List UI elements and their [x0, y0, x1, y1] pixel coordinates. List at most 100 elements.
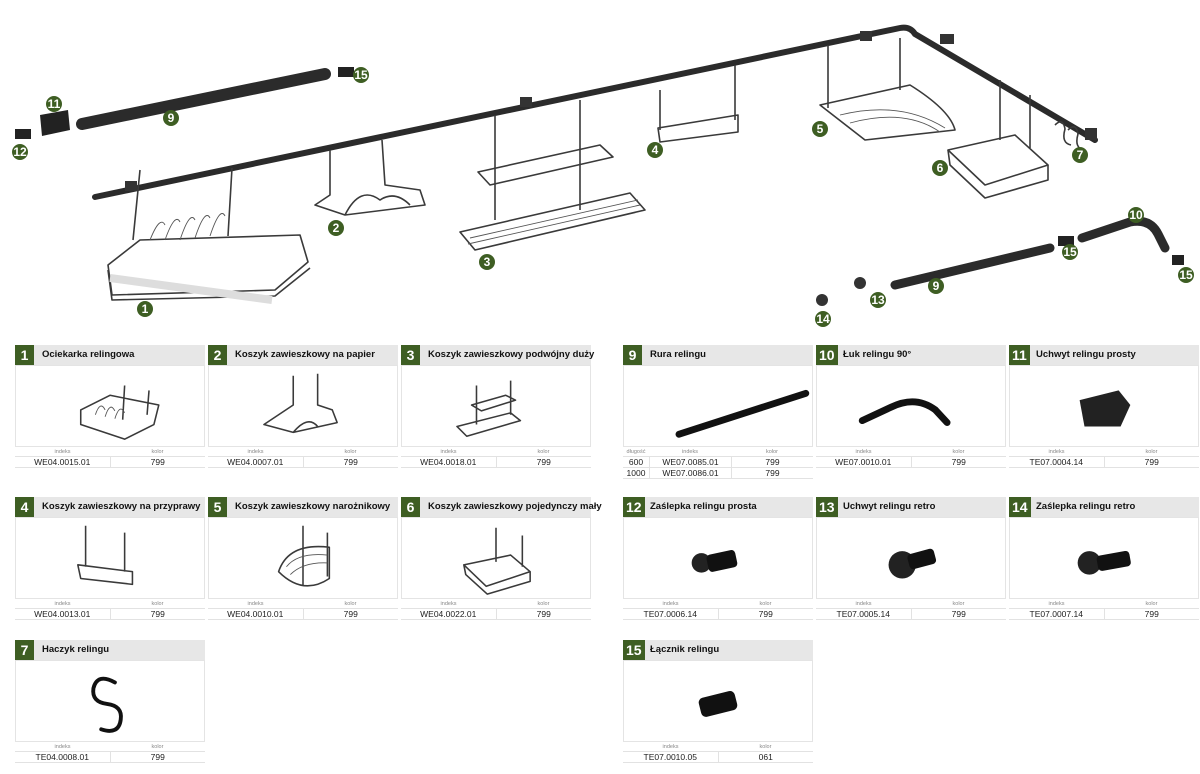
callout-2: 2 — [328, 220, 344, 236]
connector-3 — [1172, 255, 1184, 265]
card-title: Koszyk zawieszkowy na papier — [235, 349, 375, 360]
card-number: 5 — [208, 497, 227, 517]
product-card-6: 6 Koszyk zawieszkowy pojedynczy mały ind… — [401, 497, 602, 622]
svg-text:14: 14 — [816, 312, 830, 326]
rail-holder — [1085, 128, 1097, 140]
paper-basket-drawing — [314, 139, 426, 216]
svg-text:2: 2 — [333, 221, 340, 235]
svg-text:9: 9 — [168, 111, 175, 125]
svg-text:12: 12 — [13, 145, 27, 159]
svg-text:1: 1 — [142, 302, 149, 316]
retro-cap — [816, 294, 828, 306]
straight-holder — [40, 110, 70, 136]
card-header: 12 Zaślepka relingu prosta — [623, 497, 813, 517]
rail-holder — [940, 34, 954, 44]
card-number: 11 — [1009, 345, 1030, 365]
card-number: 3 — [401, 345, 420, 365]
dish-drainer-drawing — [107, 167, 311, 304]
card-header: 15 Łącznik relingu — [623, 640, 813, 660]
card-title: Rura relingu — [650, 349, 706, 360]
card-number: 15 — [623, 640, 645, 660]
card-title: Koszyk zawieszkowy na przyprawy — [42, 501, 201, 512]
product-image — [15, 365, 205, 447]
card-number: 13 — [816, 497, 838, 517]
spice-basket-drawing — [657, 65, 739, 143]
connector — [338, 67, 354, 77]
double-basket-drawing — [459, 100, 646, 251]
card-header: 10 Łuk relingu 90° — [816, 345, 1006, 365]
product-image — [623, 660, 813, 742]
callout-6: 6 — [932, 160, 948, 176]
card-header: 1 Ociekarka relingowa — [15, 345, 205, 365]
card-header: 11 Uchwyt relingu prosty — [1009, 345, 1199, 365]
card-title: Zaślepka relingu retro — [1036, 501, 1136, 512]
rail-system-diagram: 1 2 3 4 5 6 7 9 9 10 11 12 13 14 15 15 1… — [12, 24, 1194, 327]
card-header: 14 Zaślepka relingu retro — [1009, 497, 1199, 517]
svg-text:6: 6 — [937, 161, 944, 175]
col-header-kolor: kolor — [151, 449, 164, 455]
col-header-dlugosc: długość — [626, 449, 646, 455]
card-title: Koszyk zawieszkowy pojedynczy mały — [428, 501, 602, 512]
svg-text:4: 4 — [652, 143, 659, 157]
product-image — [1009, 365, 1199, 447]
product-image — [623, 365, 813, 447]
card-header: 7 Haczyk relingu — [15, 640, 205, 660]
callout-7: 7 — [1072, 147, 1088, 163]
product-image — [15, 517, 205, 599]
svg-text:11: 11 — [48, 97, 61, 111]
col-header-indeks: indeks — [54, 449, 71, 455]
rail-holder — [520, 97, 532, 107]
loose-tube — [76, 68, 331, 130]
callout-11: 11 — [46, 96, 62, 112]
product-card-4: 4 Koszyk zawieszkowy na przyprawy indeks… — [15, 497, 205, 622]
card-header: 3 Koszyk zawieszkowy podwójny duży — [401, 345, 594, 365]
card-number: 7 — [15, 640, 34, 660]
card-header: 6 Koszyk zawieszkowy pojedynczy mały — [401, 497, 602, 517]
card-title: Łuk relingu 90° — [843, 349, 912, 360]
retro-holder — [854, 277, 866, 289]
callout-9b: 9 — [928, 278, 944, 294]
card-number: 10 — [816, 345, 838, 365]
svg-text:15: 15 — [1063, 245, 1077, 259]
product-image — [1009, 517, 1199, 599]
product-card-3: 3 Koszyk zawieszkowy podwójny duży indek… — [401, 345, 594, 470]
svg-text:15: 15 — [354, 68, 368, 82]
card-title: Zaślepka relingu prosta — [650, 501, 757, 512]
callout-1: 1 — [137, 301, 153, 317]
card-header: 13 Uchwyt relingu retro — [816, 497, 1006, 517]
callout-3: 3 — [479, 254, 495, 270]
card-title: Koszyk zawieszkowy narożnikowy — [235, 501, 391, 512]
product-image — [623, 517, 813, 599]
rail-holder — [860, 31, 872, 41]
svg-text:15: 15 — [1179, 268, 1193, 282]
card-title: Uchwyt relingu prosty — [1036, 349, 1136, 360]
corner-basket-drawing — [819, 38, 956, 141]
svg-text:5: 5 — [817, 122, 824, 136]
card-number: 9 — [623, 345, 642, 365]
callout-9: 9 — [163, 110, 179, 126]
